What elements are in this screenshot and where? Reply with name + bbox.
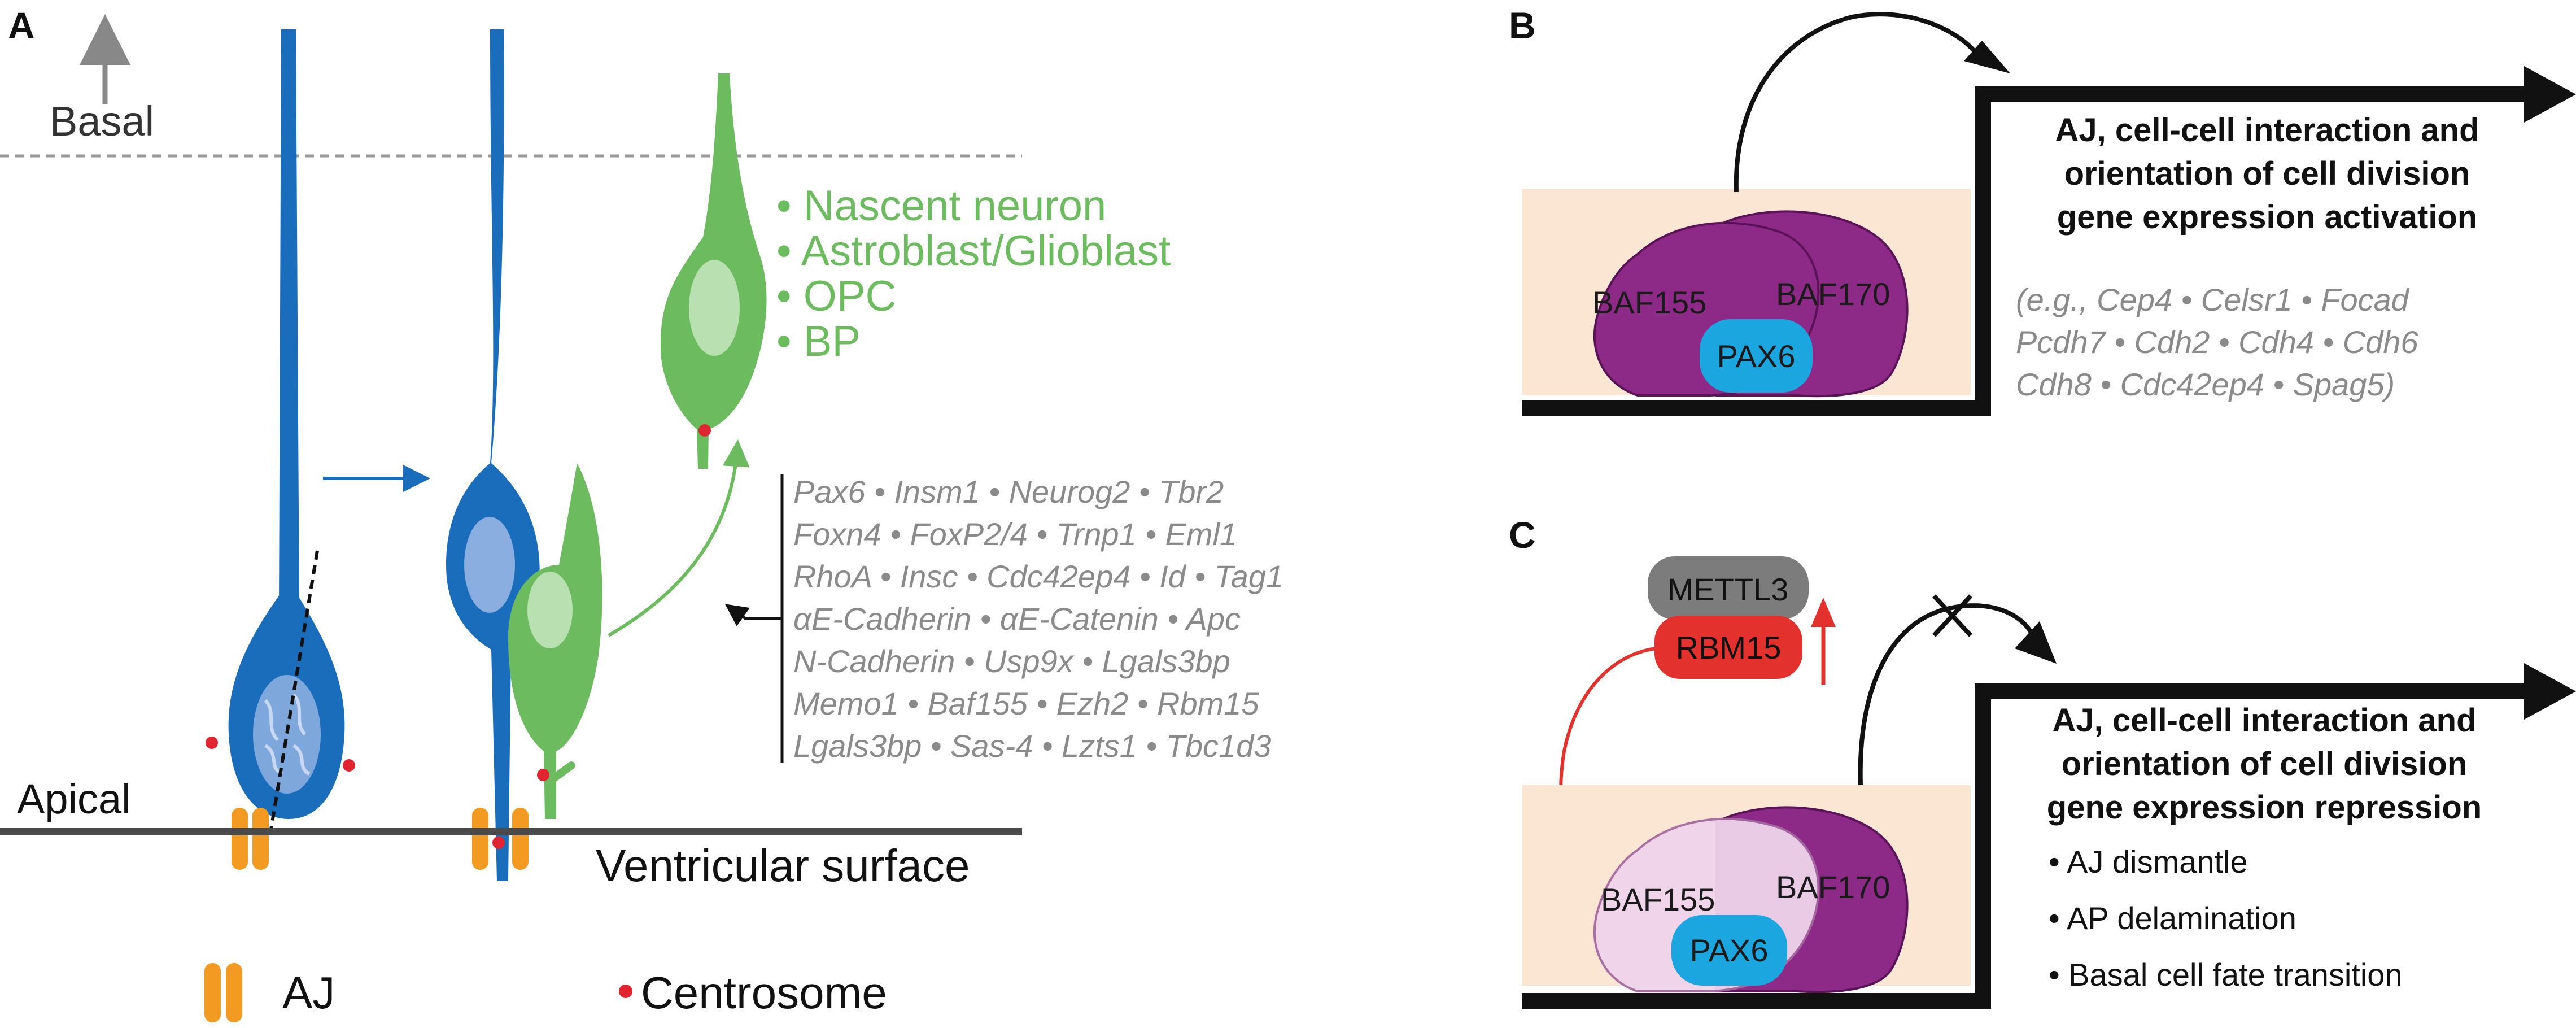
gene-line: N-Cadherin • Usp9x • Lgals3bp (793, 643, 1230, 679)
gene-example-line: (e.g., Cep4 • Celsr1 • Focad (2016, 282, 2410, 317)
daughter-progenitor-cell (446, 29, 540, 881)
gene-bracket (730, 474, 784, 763)
panel-a-letter: A (8, 5, 35, 46)
apical-label: Apical (17, 776, 131, 822)
headline-line: orientation of cell division (2064, 155, 2470, 192)
nucleus (689, 260, 740, 356)
mettl3-label: METTL3 (1667, 572, 1789, 607)
centrosome (206, 737, 218, 749)
nascent-cell (660, 73, 767, 469)
fate-arrow (608, 439, 750, 637)
aj-legend-icon (204, 963, 221, 1022)
baf170-label: BAF170 (1776, 869, 1890, 905)
gene-line: RhoA • Insc • Cdc42ep4 • Id • Tag1 (793, 559, 1283, 594)
outcome-item: • AJ dismantle (2049, 844, 2248, 879)
panel-c-letter: C (1509, 514, 1536, 556)
pax6-label: PAX6 (1717, 338, 1795, 374)
division-plane (268, 550, 319, 837)
activation-arrow (1734, 12, 1979, 193)
headline-line: gene expression repression (2047, 789, 2482, 826)
headline-line: orientation of cell division (2062, 746, 2468, 782)
fate-item: • BP (776, 317, 861, 365)
activation-arrowhead (1964, 41, 2010, 73)
pax6-shape (1671, 915, 1787, 986)
rbm15-shape (1654, 616, 1802, 679)
fate-item: • Nascent neuron (776, 182, 1106, 230)
aj (512, 808, 529, 870)
gene-line: Memo1 • Baf155 • Ezh2 • Rbm15 (793, 686, 1259, 721)
repression-headline: AJ, cell-cell interaction and orientatio… (2047, 702, 2482, 826)
baf170-label: BAF170 (1776, 276, 1890, 312)
centrosome-legend-label: Centrosome (641, 968, 887, 1018)
panel-b: B BAF155 BAF170 PAX6 AJ, cell-cell inter… (1509, 5, 2576, 416)
pax6-shape (1700, 319, 1813, 393)
gene-example-line: Pcdh7 • Cdh2 • Cdh4 • Cdh6 (2016, 324, 2418, 360)
panel-a: A Basal (0, 5, 1283, 1022)
baf155-label: BAF155 (1601, 882, 1715, 917)
gene-line: αE-Cadherin • αE-Catenin • Apc (793, 601, 1241, 637)
repression-outcomes: • AJ dismantle • AP delamination • Basal… (2049, 844, 2403, 992)
pax6-label: PAX6 (1689, 933, 1768, 968)
promoter-arrowhead (2524, 663, 2576, 720)
centrosome (537, 769, 549, 781)
gene-list: Pax6 • Insm1 • Neurog2 • Tbr2 Foxn4 • Fo… (793, 474, 1283, 764)
gene-line: Pax6 • Insm1 • Neurog2 • Tbr2 (793, 474, 1224, 509)
outcome-item: • Basal cell fate transition (2049, 957, 2403, 992)
promoter-arrowhead (2524, 66, 2576, 123)
panel-c: C METTL3 RBM15 BAF155 BAF170 PAX6 AJ, ce… (1509, 514, 2576, 1009)
chromosomes (253, 675, 321, 794)
centrosome (492, 837, 505, 849)
rbm15-label: RBM15 (1676, 630, 1782, 665)
centrosome-legend-icon (619, 985, 632, 998)
aj-legend-label: AJ (282, 968, 335, 1018)
centrosome (343, 759, 355, 772)
dividing-progenitor-cell (206, 29, 355, 870)
activation-headline: AJ, cell-cell interaction and orientatio… (2055, 112, 2479, 236)
headline-line: AJ, cell-cell interaction and (2055, 112, 2479, 149)
upregulation-arrowhead (1811, 598, 1836, 627)
ventricular-surface-label: Ventricular surface (596, 840, 970, 891)
fate-item: • Astroblast/Glioblast (776, 227, 1171, 275)
fate-item: • OPC (776, 272, 896, 320)
aj (232, 808, 248, 870)
delaminating-daughter-cell (508, 463, 602, 819)
gene-example-line: Cdh8 • Cdc42ep4 • Spag5) (2016, 367, 2395, 402)
aj (472, 808, 488, 870)
fate-list: • Nascent neuron • Astroblast/Glioblast … (776, 182, 1171, 365)
baf155-label: BAF155 (1592, 285, 1706, 320)
activation-gene-examples: (e.g., Cep4 • Celsr1 • Focad Pcdh7 • Cdh… (2016, 282, 2418, 402)
block-cross-icon (1932, 594, 1972, 637)
ventricular-surface-line (0, 828, 1022, 835)
gene-line: Lgals3bp • Sas-4 • Lzts1 • Tbc1d3 (793, 728, 1271, 764)
gene-line: Foxn4 • FoxP2/4 • Trnp1 • Eml1 (793, 516, 1237, 552)
panel-b-letter: B (1509, 5, 1536, 46)
aj (252, 808, 269, 870)
nucleus (527, 572, 573, 648)
promoter-line (1522, 683, 2530, 1009)
legend: AJ Centrosome (204, 963, 887, 1022)
centrosome (698, 424, 711, 437)
blocked-arrowhead (2015, 621, 2057, 664)
aj-legend-icon (226, 963, 242, 1022)
blocked-arrow (1858, 603, 2035, 786)
headline-line: gene expression activation (2057, 199, 2478, 236)
outcome-item: • AP delamination (2049, 900, 2296, 936)
mettl3-shape (1648, 556, 1809, 620)
headline-line: AJ, cell-cell interaction and (2053, 702, 2477, 739)
nucleus (464, 517, 515, 613)
basal-label: Basal (50, 98, 154, 145)
promoter-line (1522, 86, 2530, 416)
